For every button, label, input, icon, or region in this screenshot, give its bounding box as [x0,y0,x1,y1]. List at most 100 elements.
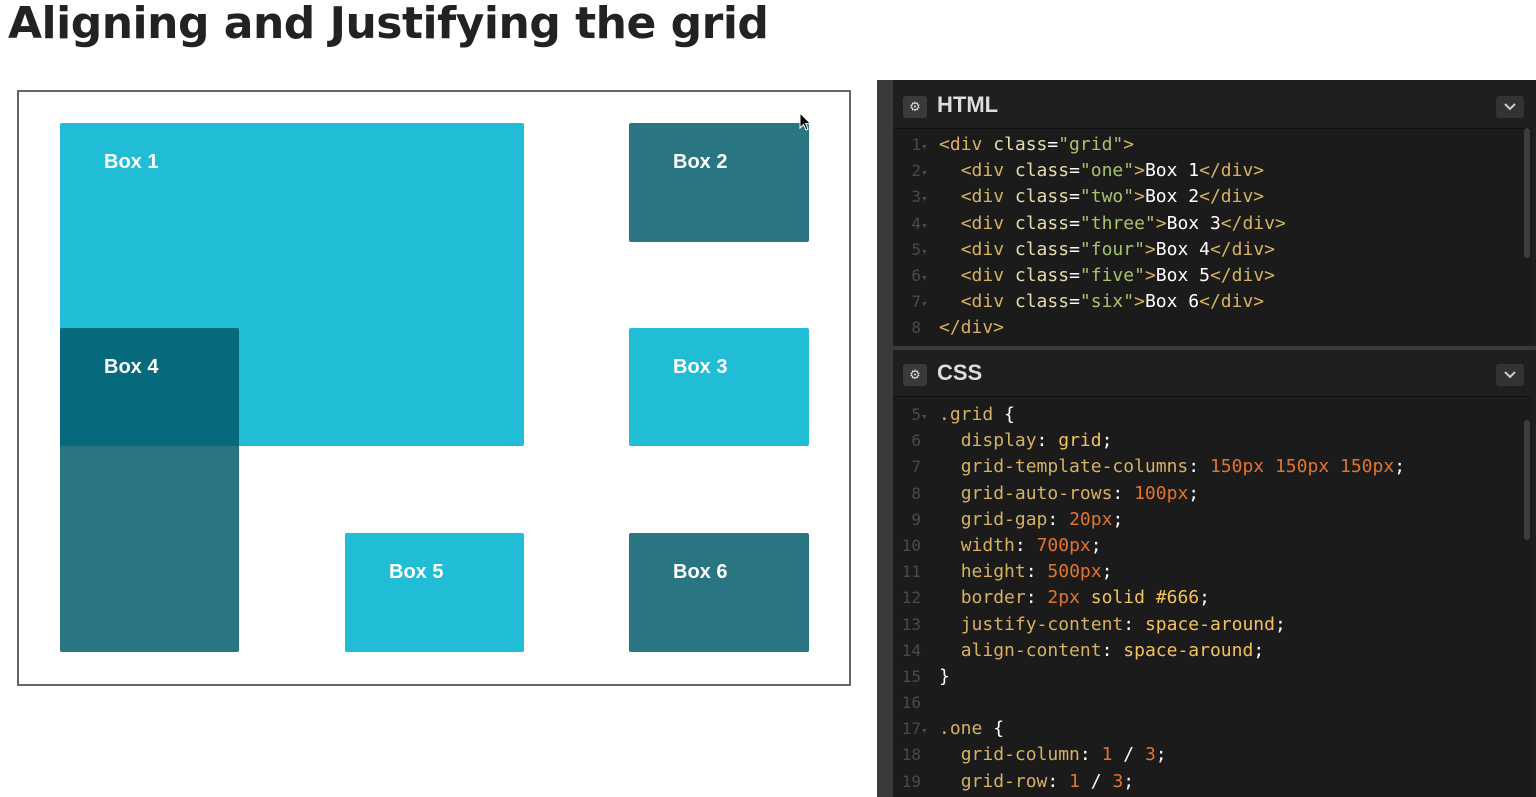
code-line[interactable]: 8</div> [893,315,1532,341]
fold-arrow-icon[interactable]: ▾ [921,297,928,311]
code-line[interactable]: 11 height: 500px; [893,559,1532,585]
line-number: 6 [911,431,921,451]
code-token: ; [1253,639,1265,661]
code-token [939,771,961,792]
code-token [939,265,961,286]
code-token [939,160,961,181]
code-editor-panel: ⚙ HTML 1▾<div class="grid">2▾ <div class… [877,80,1536,797]
fold-arrow-icon[interactable]: ▾ [921,218,928,232]
code-line[interactable]: 12 border: 2px solid #666; [893,585,1532,611]
code-line[interactable]: 5▾ <div class="four">Box 4</div> [893,237,1532,263]
fold-arrow-icon[interactable]: ▾ [921,410,928,423]
css-code-area[interactable]: 5▾.grid {6 display: grid;7 grid-template… [893,402,1532,795]
code-line[interactable]: 10 width: 700px; [893,533,1532,559]
code-token [939,483,961,504]
fold-arrow-icon[interactable]: ▾ [921,244,928,258]
fold-arrow-icon[interactable]: ▾ [921,270,928,284]
box-2: Box 2 [629,123,809,242]
code-token: </div> [1209,264,1275,286]
code-token: { [1004,404,1015,425]
code-token: "one" [1079,160,1135,182]
fold-arrow-icon[interactable]: ▾ [921,166,928,180]
box-3-label: Box 3 [673,356,728,378]
code-token: > [1134,291,1145,313]
code-line[interactable]: 1▾<div class="grid"> [893,132,1532,158]
code-token: } [939,665,950,687]
code-token: border [960,587,1026,609]
code-line[interactable]: 3▾ <div class="two">Box 2</div> [893,184,1532,210]
code-line[interactable]: 17▾.one { [893,716,1532,742]
code-token: </div> [1199,160,1265,182]
code-token: = [1069,186,1080,208]
fold-arrow-icon[interactable]: ▾ [921,724,928,738]
code-token: : [1047,508,1070,530]
fold-arrow-icon[interactable]: ▾ [921,140,928,153]
code-token: 100px [1134,482,1189,504]
code-token: "six" [1079,291,1135,313]
code-token: <div [960,264,1015,286]
code-line[interactable]: 7▾ <div class="six">Box 6</div> [893,289,1532,315]
code-token: ; [1188,482,1200,504]
code-token [939,744,961,765]
code-line[interactable]: 2▾ <div class="one">Box 1</div> [893,158,1532,184]
code-token: Box 1 [1144,160,1200,182]
html-code-area[interactable]: 1▾<div class="grid">2▾ <div class="one">… [893,132,1532,342]
code-token: .one [939,718,994,740]
code-line[interactable]: 19 grid-row: 1 / 3; [893,769,1532,795]
code-token: ; [1112,508,1124,530]
code-token [939,213,961,234]
code-line[interactable]: 7 grid-template-columns: 150px 150px 150… [893,454,1532,480]
html-pane-title: HTML [937,92,999,117]
code-token: class [1014,264,1070,286]
code-line[interactable]: 18 grid-column: 1 / 3; [893,742,1532,768]
line-number: 10 [901,535,921,555]
code-line[interactable]: 6▾ <div class="five">Box 5</div> [893,263,1532,289]
code-token: grid-template-columns [960,456,1189,478]
code-token [939,640,961,661]
code-token [939,509,961,530]
code-token: "four" [1079,238,1145,260]
code-token: : [1014,534,1037,556]
code-line[interactable]: 16 [893,690,1532,716]
line-number: 14 [901,640,921,660]
code-line[interactable]: 14 align-content: space-around; [893,638,1532,664]
code-token: 700px [1036,534,1091,556]
line-number: 9 [911,509,921,529]
code-line[interactable]: 6 display: grid; [893,428,1532,454]
code-token [939,239,961,260]
code-token: grid-column [960,744,1080,766]
line-number: 2 [911,161,921,181]
gear-icon[interactable]: ⚙ [903,96,927,118]
code-token [939,587,961,608]
mouse-pointer-icon [799,112,812,131]
code-line[interactable]: 9 grid-gap: 20px; [893,507,1532,533]
line-number: 3 [911,187,921,207]
code-token: grid-gap [960,508,1048,530]
pane-divider[interactable] [893,346,1536,350]
line-number: 1 [911,135,921,154]
code-line[interactable]: 4▾ <div class="three">Box 3</div> [893,211,1532,237]
code-token: space-around [1123,639,1254,661]
line-number: 12 [901,588,921,608]
code-token: <div [960,291,1015,313]
code-token: "two" [1079,186,1135,208]
code-token [939,456,961,477]
gear-icon[interactable]: ⚙ [903,364,927,386]
code-line[interactable]: 5▾.grid { [893,402,1532,428]
html-scrollbar[interactable] [1524,128,1530,258]
line-number: 7 [911,457,921,477]
code-token: align-content [960,639,1102,661]
code-token: display [960,430,1037,452]
code-token: 20px [1069,508,1113,530]
code-line[interactable]: 15} [893,664,1532,690]
chevron-down-icon[interactable] [1496,96,1524,118]
code-token: > [1144,238,1156,260]
code-token: "grid" [1058,134,1124,155]
code-line[interactable]: 8 grid-auto-rows: 100px; [893,481,1532,507]
css-scrollbar[interactable] [1524,420,1530,540]
code-line[interactable]: 13 justify-content: space-around; [893,612,1532,638]
code-token: grid [1058,430,1102,452]
code-token: ; [1155,744,1167,766]
chevron-down-icon[interactable] [1496,364,1524,386]
fold-arrow-icon[interactable]: ▾ [921,192,928,206]
